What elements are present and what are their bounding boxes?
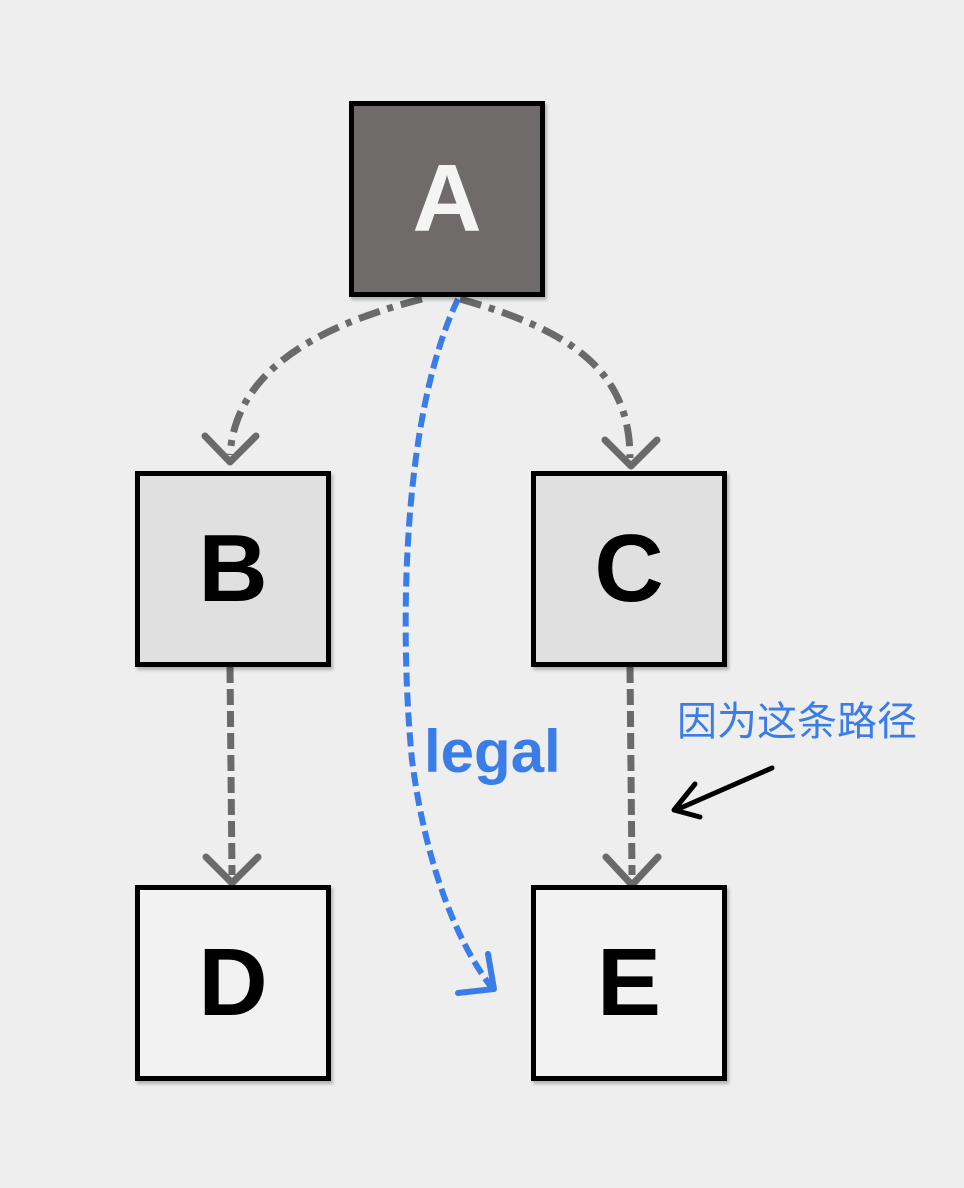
node-d: D [135,885,331,1081]
node-a: A [349,101,545,297]
node-e: E [531,885,727,1081]
node-c: C [531,471,727,667]
arrowhead-a-b [201,432,260,466]
edge-c-e [626,666,636,876]
edge-b-d [226,666,236,876]
edge-a-c [459,295,634,459]
node-b: B [135,471,331,667]
pointer-arrow [673,765,775,813]
arrowhead-a-e-legal [455,951,497,996]
arrowhead-a-c [601,436,661,470]
edge-a-e-legal [402,297,495,990]
path-note-label: 因为这条路径 [677,699,917,745]
pointer-arrowhead [671,781,703,820]
arrowhead-b-d [202,853,262,887]
legal-label: legal [424,718,561,785]
edge-a-b [226,295,423,456]
